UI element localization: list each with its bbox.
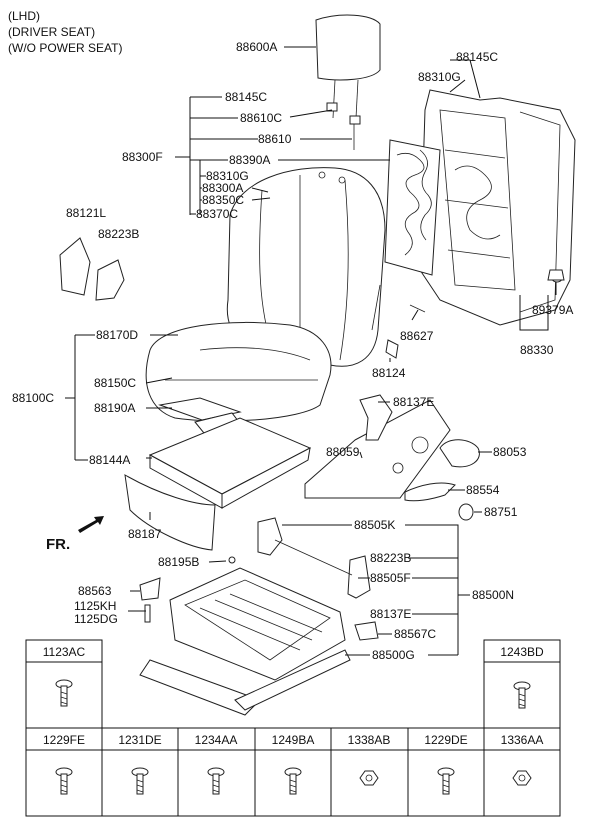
fastener-code-1338AB: 1338AB bbox=[348, 733, 391, 747]
label-88610C: 88610C bbox=[240, 111, 282, 125]
label-88627: 88627 bbox=[400, 329, 434, 343]
fastener-code-1123AC: 1123AC bbox=[43, 645, 86, 659]
label-88370C: 88370C bbox=[196, 207, 238, 221]
label-89379A: 89379A bbox=[532, 303, 573, 317]
label-88505F: 88505F bbox=[370, 571, 411, 585]
fastener-code-1229FE: 1229FE bbox=[43, 733, 85, 747]
nut-icon bbox=[359, 770, 379, 786]
label-88124: 88124 bbox=[372, 366, 406, 380]
fastener-table: 1123AC 1243BD 1229FE 1231DE 1234AA 1249B… bbox=[25, 639, 561, 817]
label-88059: 88059 bbox=[326, 445, 360, 459]
header-line-power-seat: (W/O POWER SEAT) bbox=[8, 41, 122, 55]
fastener-code-1243BD: 1243BD bbox=[500, 645, 544, 659]
nut-icon bbox=[512, 770, 532, 786]
label-88567C: 88567C bbox=[394, 627, 436, 641]
label-88310G-top: 88310G bbox=[418, 70, 461, 84]
fastener-code-1249BA: 1249BA bbox=[272, 733, 315, 747]
header-line-driver-seat: (DRIVER SEAT) bbox=[8, 25, 95, 39]
part-labels: 88600A 88145C 88310G 88145C 88610C 88610… bbox=[12, 40, 573, 662]
label-88170D: 88170D bbox=[96, 328, 138, 342]
bracket-88137E-drawing bbox=[359, 394, 393, 441]
knob-88554-drawing bbox=[404, 482, 456, 502]
label-88563: 88563 bbox=[78, 584, 112, 598]
leader-lines bbox=[65, 46, 557, 656]
front-arrow-icon bbox=[78, 516, 104, 533]
shield-88187-drawing bbox=[124, 474, 216, 551]
label-1125KH: 1125KH bbox=[74, 599, 116, 613]
label-88150C: 88150C bbox=[94, 376, 136, 390]
label-88100C: 88100C bbox=[12, 391, 54, 405]
side-covers-left-drawing bbox=[59, 237, 125, 301]
label-88751: 88751 bbox=[484, 505, 518, 519]
label-88145C: 88145C bbox=[225, 90, 267, 104]
label-88145C-top: 88145C bbox=[456, 50, 498, 64]
label-88223B-lower: 88223B bbox=[370, 551, 411, 565]
small-fasteners-drawing bbox=[144, 269, 565, 623]
label-88554: 88554 bbox=[466, 483, 500, 497]
cushion-pan-drawing bbox=[148, 417, 312, 509]
label-88350C: 88350C bbox=[202, 193, 244, 207]
bolt-icon bbox=[207, 767, 225, 795]
label-88187: 88187 bbox=[128, 527, 162, 541]
label-88610: 88610 bbox=[258, 132, 292, 146]
seat-track-frame-drawing bbox=[139, 517, 379, 716]
seat-cushion-drawing bbox=[145, 321, 332, 422]
label-88053: 88053 bbox=[493, 445, 527, 459]
label-88330: 88330 bbox=[520, 343, 554, 357]
front-direction-label: FR. bbox=[46, 536, 70, 553]
bolt-icon bbox=[55, 679, 73, 707]
label-1125DG: 1125DG bbox=[74, 612, 118, 626]
fastener-code-1336AA: 1336AA bbox=[501, 733, 544, 747]
fastener-code-1231DE: 1231DE bbox=[118, 733, 161, 747]
label-88223B-left: 88223B bbox=[98, 227, 139, 241]
label-88300A: 88300A bbox=[202, 181, 243, 195]
fastener-code-1234AA: 1234AA bbox=[195, 733, 238, 747]
bolt-icon bbox=[513, 681, 531, 709]
label-88121L: 88121L bbox=[66, 206, 106, 220]
label-88137E-upper: 88137E bbox=[393, 395, 434, 409]
header-line-lhd: (LHD) bbox=[8, 9, 40, 23]
bolt-icon bbox=[437, 767, 455, 795]
label-88600A: 88600A bbox=[236, 40, 277, 54]
label-88190A: 88190A bbox=[94, 401, 135, 415]
fastener-code-1229DE: 1229DE bbox=[424, 733, 467, 747]
cap-88751-drawing bbox=[458, 503, 474, 521]
bolt-icon bbox=[131, 767, 149, 795]
label-88505K: 88505K bbox=[354, 518, 395, 532]
label-88500G: 88500G bbox=[372, 648, 415, 662]
label-88390A: 88390A bbox=[229, 153, 270, 167]
label-88195B: 88195B bbox=[158, 555, 199, 569]
label-88300F: 88300F bbox=[122, 150, 163, 164]
seatback-heater-mat-drawing bbox=[384, 139, 441, 276]
label-88500N: 88500N bbox=[472, 588, 514, 602]
label-88137E-lower: 88137E bbox=[370, 607, 411, 621]
headrest-drawing bbox=[315, 14, 381, 150]
recliner-lever-88053-drawing bbox=[439, 439, 480, 468]
seatback-frame-drawing bbox=[419, 89, 576, 326]
side-cover-drawing bbox=[304, 399, 451, 499]
bolt-icon bbox=[55, 767, 73, 795]
label-88144A: 88144A bbox=[89, 453, 130, 467]
label-88310G: 88310G bbox=[206, 169, 249, 183]
bolt-icon bbox=[284, 767, 302, 795]
